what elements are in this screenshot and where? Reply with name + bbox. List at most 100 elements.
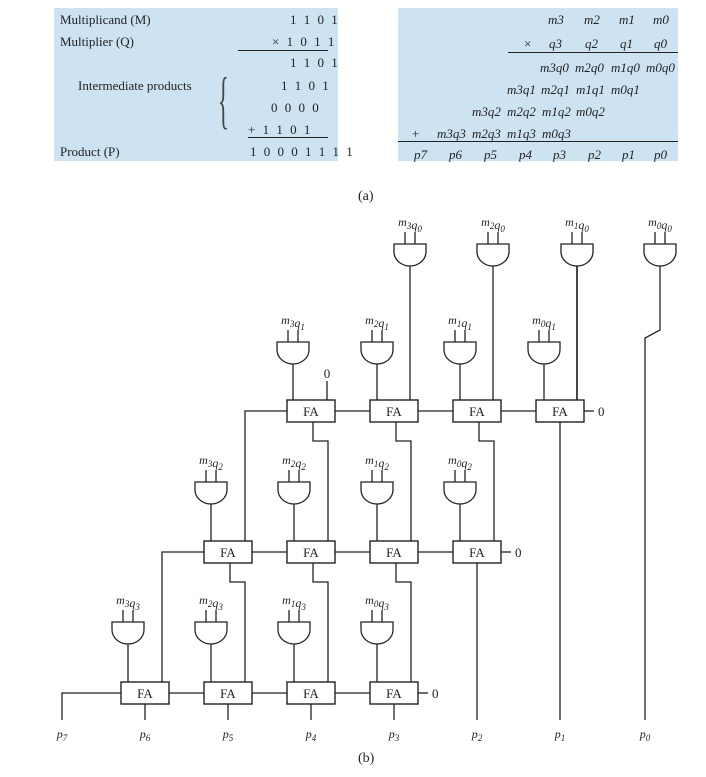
pp-m3q2: m3q2 xyxy=(472,104,501,119)
symbolic-multiplication-panel: m3 m2 m1 m0 × q3 q2 q1 q0 m3q0 m2q0 m1q0… xyxy=(398,8,678,161)
m1: m1 xyxy=(619,12,635,27)
full-adder-label: FA xyxy=(220,545,236,560)
product-label: Product (P) xyxy=(60,144,120,159)
sum-wire xyxy=(312,422,329,541)
multiplier-value: × 1 0 1 1 xyxy=(272,34,337,49)
and-label-m1q3: m1q3 xyxy=(282,593,306,612)
and-gate-m3q2 xyxy=(194,481,228,505)
pp-m2q3: m2q3 xyxy=(472,126,501,141)
product-bit-p5: p5 xyxy=(484,147,497,162)
p7-wire xyxy=(61,692,121,720)
product-bit-p4: p4 xyxy=(519,147,532,162)
and-gate-m3q1 xyxy=(276,341,310,365)
sum-wire xyxy=(478,422,495,541)
product-bit-p2: p2 xyxy=(588,147,601,162)
and-gate-m0q1 xyxy=(527,341,561,365)
m3: m3 xyxy=(548,12,564,27)
intermediate-products-label: Intermediate products xyxy=(78,78,192,93)
product-bit-p6: p6 xyxy=(449,147,462,162)
pp-m0q1: m0q1 xyxy=(611,82,640,97)
multiplication-example-panel: Multiplicand (M) 1 1 0 1 Multiplier (Q) … xyxy=(54,8,353,161)
product-bit-p7: p7 xyxy=(414,147,427,162)
q1: q1 xyxy=(620,36,633,51)
and-label-m3q1: m3q1 xyxy=(281,313,305,332)
and-gate-m0q3 xyxy=(360,621,394,645)
carry-out-wire xyxy=(244,410,287,541)
and-gate-m1q2 xyxy=(360,481,394,505)
multiplier-rule xyxy=(238,50,328,51)
and-label-m0q2: m0q2 xyxy=(448,453,472,472)
and-label-m2q1: m2q1 xyxy=(365,313,389,332)
m2: m2 xyxy=(584,12,600,27)
and-gate-m2q0 xyxy=(476,243,510,267)
product-value: 1 0 0 0 1 1 1 1 xyxy=(250,144,355,159)
and-gate-m2q2 xyxy=(277,481,311,505)
plus-sign: + xyxy=(412,126,420,141)
and-label-m0q1: m0q1 xyxy=(532,313,556,332)
pp-m3q0: m3q0 xyxy=(540,60,569,75)
and-label-m2q2: m2q2 xyxy=(282,453,306,472)
carry-in-zero: 0 xyxy=(515,545,522,560)
pp-m2q0: m2q0 xyxy=(575,60,604,75)
multiplicand-value: 1 1 0 1 xyxy=(290,12,340,27)
pp-m1q0: m1q0 xyxy=(611,60,640,75)
and-label-m0q0: m0q0 xyxy=(648,215,672,234)
caption-a: (a) xyxy=(358,189,374,204)
carry-in-zero: 0 xyxy=(598,404,605,419)
and-gate-m1q3 xyxy=(277,621,311,645)
multiplicand-label: Multiplicand (M) xyxy=(60,12,151,27)
product-rule xyxy=(398,141,678,142)
product-bit-p1: p1 xyxy=(622,147,635,162)
full-adder-label: FA xyxy=(303,686,319,701)
carry-in-zero: 0 xyxy=(432,686,439,701)
partial-product-1: 1 1 0 1 xyxy=(290,55,340,70)
full-adder-label: FA xyxy=(469,404,485,419)
and-label-m2q0: m2q0 xyxy=(481,215,505,234)
and-gate-m0q2 xyxy=(443,481,477,505)
full-adder-label: FA xyxy=(137,686,153,701)
and-gate-m3q0 xyxy=(393,243,427,267)
pp-m1q2: m1q2 xyxy=(542,104,571,119)
pp-m0q2: m0q2 xyxy=(576,104,605,119)
m0: m0 xyxy=(653,12,669,27)
sum-wire xyxy=(312,563,329,682)
output-label-p2: p2 xyxy=(471,727,483,743)
product-bit-p3: p3 xyxy=(553,147,566,162)
full-adder-label: FA xyxy=(386,686,402,701)
full-adder-label: FA xyxy=(552,404,568,419)
and-label-m3q2: m3q2 xyxy=(199,453,223,472)
pp-m0q3: m0q3 xyxy=(542,126,571,141)
and-gate-m2q1 xyxy=(360,341,394,365)
output-label-p7: p7 xyxy=(56,727,68,743)
partial-product-2: 1 1 0 1 xyxy=(281,78,331,93)
carry-out-wire xyxy=(161,551,204,682)
pp-m3q3: m3q3 xyxy=(437,126,466,141)
q0: q0 xyxy=(654,36,667,51)
and-label-m1q1: m1q1 xyxy=(448,313,472,332)
sum-wire xyxy=(229,563,246,682)
carry-in-zero: 0 xyxy=(324,366,331,381)
full-adder-label: FA xyxy=(386,404,402,419)
product-bit-p0: p0 xyxy=(654,147,667,162)
pp-m2q1: m2q1 xyxy=(541,82,570,97)
caption-b: (b) xyxy=(358,751,375,766)
output-label-p6: p6 xyxy=(139,727,151,743)
and-gate-m3q3 xyxy=(111,621,145,645)
times-sign: × xyxy=(524,36,532,51)
and-gate-m2q3 xyxy=(194,621,228,645)
and-label-m0q3: m0q3 xyxy=(365,593,389,612)
partial-product-3: 0 0 0 0 xyxy=(271,100,321,115)
pp-m3q1: m3q1 xyxy=(507,82,536,97)
pp-m2q2: m2q2 xyxy=(507,104,536,119)
full-adder-label: FA xyxy=(303,404,319,419)
output-label-p0: p0 xyxy=(639,727,651,743)
q3: q3 xyxy=(549,36,562,51)
sum-rule xyxy=(248,137,328,138)
partial-product-4: + 1 1 0 1 xyxy=(248,122,313,137)
output-label-p5: p5 xyxy=(222,727,234,743)
sum-wire xyxy=(395,422,412,541)
and-label-m2q3: m2q3 xyxy=(199,593,223,612)
and-gate-m1q0 xyxy=(560,243,594,267)
output-label-p1: p1 xyxy=(554,727,566,743)
full-adder-label: FA xyxy=(386,545,402,560)
